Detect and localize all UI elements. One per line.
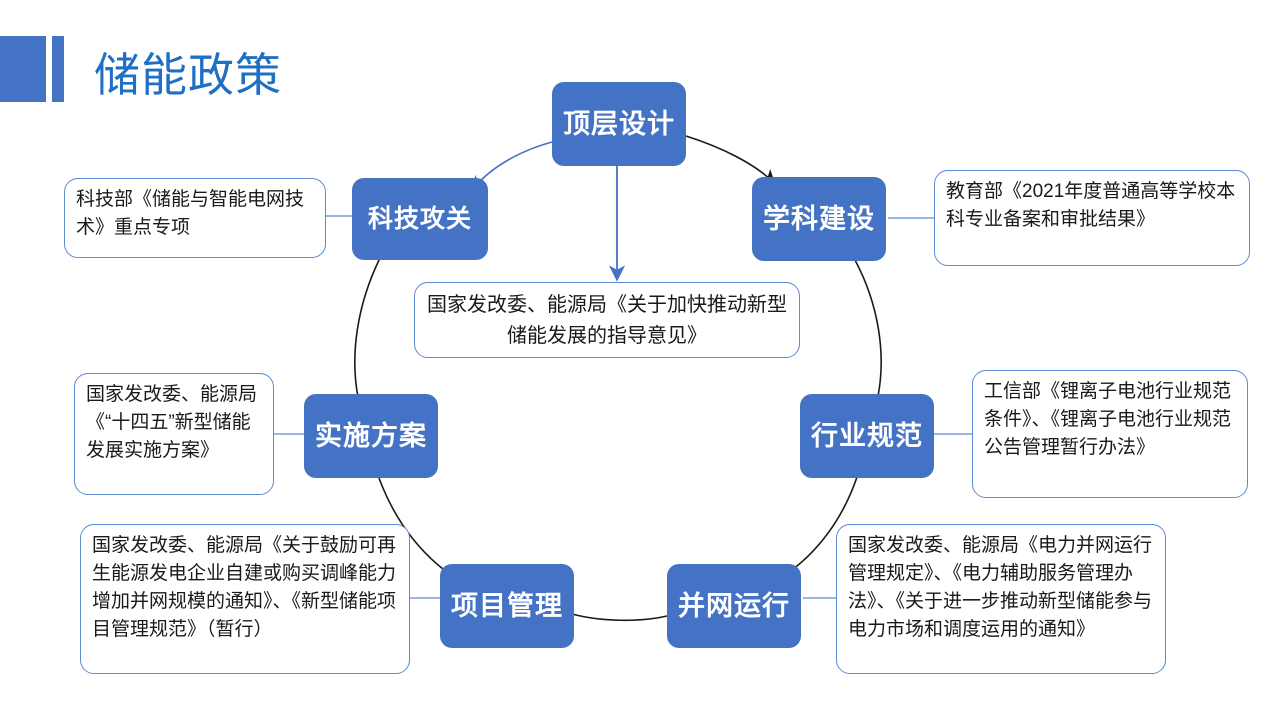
link-top-design-to-discipline-building xyxy=(685,135,776,185)
title-accent-block-small xyxy=(52,36,64,102)
callout-text: 工信部《锂离子电池行业规范条件》、《锂离子电池行业规范公告管理暂行办法》 xyxy=(984,381,1232,458)
callout-project-management: 国家发改委、能源局《关于鼓励可再生能源发电企业自建或购买调峰能力增加并网规模的通… xyxy=(80,524,410,674)
callout-text: 国家发改委、能源局《“十四五”新型储能发展实施方案》 xyxy=(86,384,258,461)
callout-implementation-plan: 国家发改委、能源局《“十四五”新型储能发展实施方案》 xyxy=(74,373,274,495)
node-label: 学科建设 xyxy=(763,204,875,234)
node-label: 顶层设计 xyxy=(563,109,675,139)
link-project-management-to-grid-operation xyxy=(571,613,668,622)
callout-industry-standards: 工信部《锂离子电池行业规范条件》、《锂离子电池行业规范公告管理暂行办法》 xyxy=(972,370,1248,498)
node-label: 实施方案 xyxy=(315,421,427,451)
link-top-design-to-technology-research xyxy=(471,140,557,191)
node-discipline-building[interactable]: 学科建设 xyxy=(752,177,886,261)
callout-technology-research: 科技部《储能与智能电网技术》重点专项 xyxy=(64,178,326,258)
callout-discipline-building: 教育部《2021年度普通高等学校本科专业备案和审批结果》 xyxy=(934,170,1250,266)
center-note-box: 国家发改委、能源局《关于加快推动新型储能发展的指导意见》 xyxy=(414,282,800,358)
callout-text: 国家发改委、能源局《电力并网运行管理规定》、《电力辅助服务管理办法》、《关于进一… xyxy=(848,535,1153,640)
node-project-management[interactable]: 项目管理 xyxy=(440,564,574,648)
callout-text: 教育部《2021年度普通高等学校本科专业备案和审批结果》 xyxy=(946,181,1236,230)
node-label: 项目管理 xyxy=(451,591,563,621)
node-label: 并网运行 xyxy=(678,591,790,621)
node-implementation-plan[interactable]: 实施方案 xyxy=(304,394,438,478)
center-note-text: 国家发改委、能源局《关于加快推动新型储能发展的指导意见》 xyxy=(427,294,787,347)
node-label: 行业规范 xyxy=(811,421,923,451)
callout-text: 科技部《储能与智能电网技术》重点专项 xyxy=(76,189,305,238)
callout-grid-operation: 国家发改委、能源局《电力并网运行管理规定》、《电力辅助服务管理办法》、《关于进一… xyxy=(836,524,1166,674)
node-grid-operation[interactable]: 并网运行 xyxy=(667,564,801,648)
callout-text: 国家发改委、能源局《关于鼓励可再生能源发电企业自建或购买调峰能力增加并网规模的通… xyxy=(92,535,397,640)
title-accent-block-large xyxy=(0,36,46,102)
link-discipline-building-to-industry-standards xyxy=(854,259,882,397)
node-industry-standards[interactable]: 行业规范 xyxy=(800,394,934,478)
node-technology-research[interactable]: 科技攻关 xyxy=(352,178,488,260)
node-top-level-design[interactable]: 顶层设计 xyxy=(552,82,686,166)
link-technology-research-to-implementation-plan xyxy=(354,257,381,398)
page-title: 储能政策 xyxy=(94,49,282,101)
node-label: 科技攻关 xyxy=(367,205,472,233)
